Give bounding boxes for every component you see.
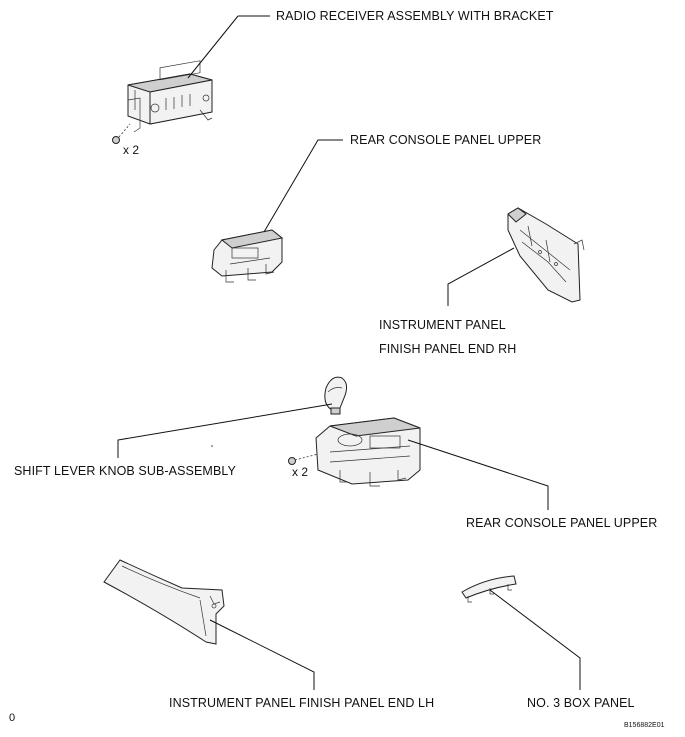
figure-code: B156882E01 xyxy=(624,722,665,729)
rear-console-upper-label-1: REAR CONSOLE PANEL UPPER xyxy=(350,133,542,147)
shift-lever-knob-label: SHIFT LEVER KNOB SUB-ASSEMBLY xyxy=(14,464,236,478)
radio-receiver-leader xyxy=(187,15,239,79)
console-screw-icon xyxy=(288,453,319,465)
radio-receiver-label: RADIO RECEIVER ASSEMBLY WITH BRACKET xyxy=(276,9,554,23)
instrument-panel-lh-part xyxy=(103,559,225,645)
instrument-panel-rh-leader xyxy=(447,247,515,306)
console-screw-quantity: x 2 xyxy=(292,465,309,479)
rear-console-upper-label-2: REAR CONSOLE PANEL UPPER xyxy=(466,516,658,530)
no3-box-panel-leader xyxy=(489,589,581,690)
instrument-panel-rh-label-1: INSTRUMENT PANEL xyxy=(379,318,506,332)
rear-console-upper-part-2 xyxy=(315,417,421,487)
instrument-panel-rh-label-2: FINISH PANEL END RH xyxy=(379,342,517,356)
stray-mark xyxy=(211,445,213,447)
instrument-panel-rh-part xyxy=(507,207,585,303)
shift-lever-knob-leader xyxy=(117,403,333,458)
instrument-panel-lh-label: INSTRUMENT PANEL FINISH PANEL END LH xyxy=(169,696,435,710)
radio-screw-icon xyxy=(112,123,131,144)
shift-lever-knob-part xyxy=(324,376,348,415)
no3-box-panel-label: NO. 3 BOX PANEL xyxy=(527,696,635,710)
rear-console-upper-part-1 xyxy=(211,229,284,283)
no3-box-panel-part xyxy=(461,575,517,603)
rear-console-upper-leader-1 xyxy=(263,139,343,233)
instrument-panel-lh-leader xyxy=(209,619,315,690)
footer-left-mark: 0 xyxy=(9,712,16,724)
radio-screw-quantity: x 2 xyxy=(123,143,140,157)
rear-console-upper-leader-2 xyxy=(407,439,549,510)
radio-receiver-part xyxy=(127,60,213,133)
